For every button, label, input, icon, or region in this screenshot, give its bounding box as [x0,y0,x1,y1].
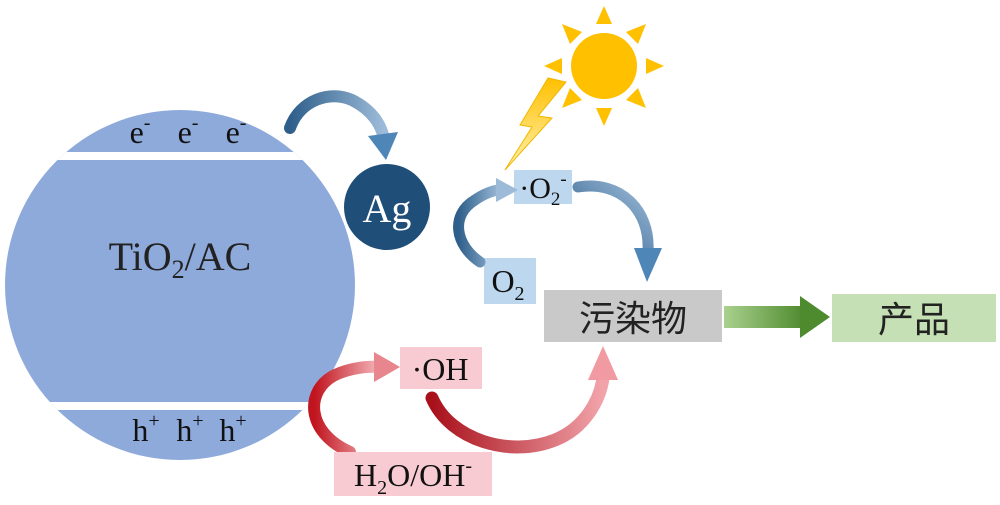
superoxide-box: ·O2- [514,169,572,210]
ag-label: Ag [363,186,412,231]
oxygen-label: O2 [491,263,524,305]
product-label: 产品 [878,300,950,341]
oxygen-box: O2 [484,258,536,305]
pollutant-label: 污染物 [579,299,687,340]
hydroxyl-label: ·OH [412,351,469,387]
oxygen-reduction-arrow [453,178,518,268]
hydroxyl-attack-arrow [425,346,618,454]
catalyst-label: TiO2/AC [109,234,252,284]
pollutant-box: 污染物 [544,290,722,342]
valence-band-divider [5,402,355,410]
conduction-band-divider [5,152,355,160]
holes: h+ h+ h+ [132,410,246,448]
lightning-bolt-icon [504,77,567,171]
superoxide-attack-arrow [572,180,662,282]
superoxide-label: ·O2- [519,169,567,210]
electron: e- [130,112,151,150]
hole: h+ [219,410,246,448]
sun-icon [544,6,664,126]
electron: e- [226,112,247,150]
electron: e- [178,112,199,150]
electrons: e- e- e- [130,112,247,150]
catalyst-circle [5,110,355,460]
degradation-arrow [724,296,830,338]
ag-particle: Ag [344,164,430,250]
water-box: H2O/OH- [334,452,492,499]
product-box: 产品 [832,294,996,342]
hydroxyl-generation-arrow [308,352,400,458]
catalyst-sphere: TiO2/AC [5,110,355,460]
electron-transfer-arrow [284,90,398,160]
water-label: H2O/OH- [354,455,472,499]
hole: h+ [132,410,159,448]
hydroxyl-box: ·OH [400,347,482,389]
hole: h+ [176,410,203,448]
